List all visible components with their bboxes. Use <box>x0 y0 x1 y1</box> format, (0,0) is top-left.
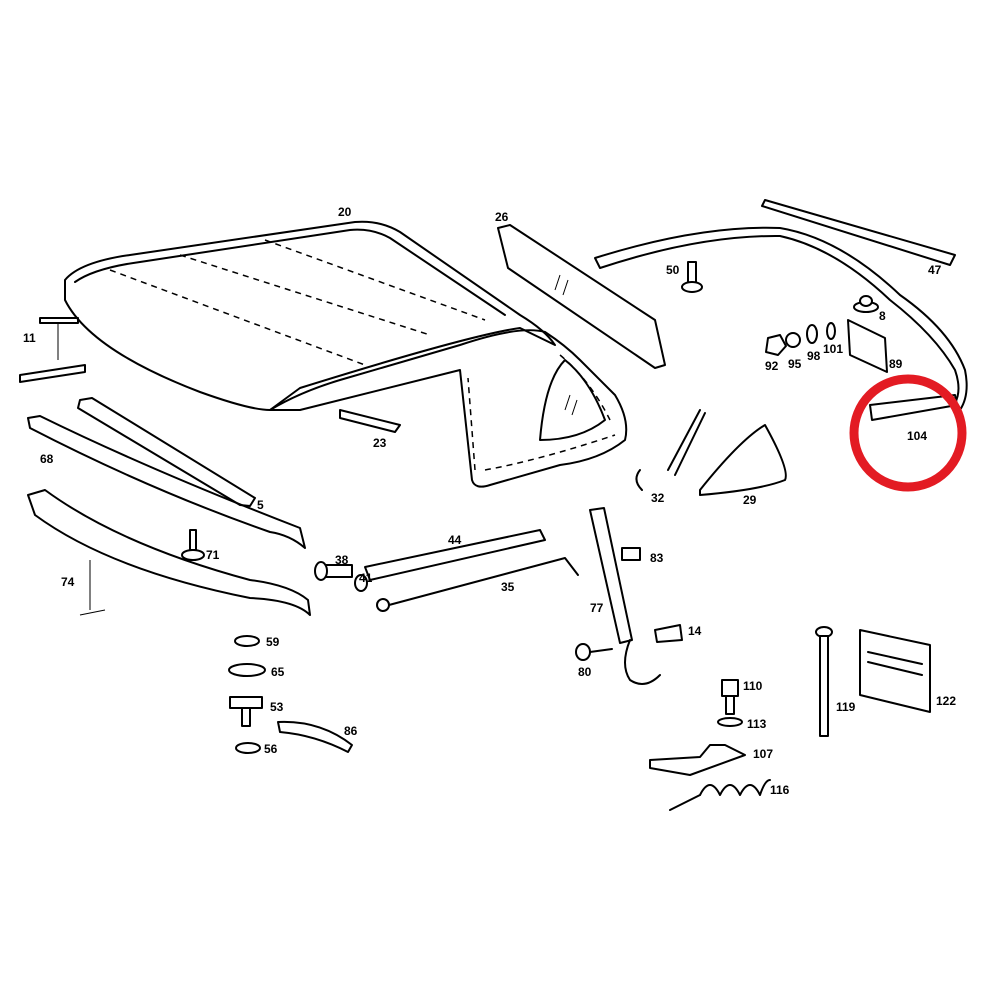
highlight-circle <box>849 374 967 492</box>
callout-68: 68 <box>40 452 54 466</box>
callout-71: 71 <box>206 548 220 562</box>
callout-98: 98 <box>807 349 821 363</box>
callout-107: 107 <box>753 747 773 761</box>
callout-8: 8 <box>879 309 886 323</box>
callout-11: 11 <box>23 331 36 345</box>
callout-32: 32 <box>651 491 665 505</box>
callout-86: 86 <box>344 724 358 738</box>
callout-92: 92 <box>765 359 779 373</box>
callout-110: 110 <box>743 679 763 693</box>
callout-122: 122 <box>936 694 956 708</box>
callout-38: 38 <box>335 553 349 567</box>
callout-41: 41 <box>359 571 373 585</box>
callout-50: 50 <box>666 263 680 277</box>
callout-29: 29 <box>743 493 757 507</box>
callout-83: 83 <box>650 551 664 565</box>
callout-95: 95 <box>788 357 802 371</box>
callout-65: 65 <box>271 665 285 679</box>
callout-53: 53 <box>270 700 284 714</box>
callout-59: 59 <box>266 635 280 649</box>
callout-74: 74 <box>61 575 75 589</box>
part-11 <box>19 317 86 383</box>
callout-80: 80 <box>578 665 592 679</box>
callout-26: 26 <box>495 210 509 224</box>
callout-35: 35 <box>501 580 515 594</box>
callout-20: 20 <box>338 205 352 219</box>
callout-119: 119 <box>836 700 856 714</box>
callout-56: 56 <box>264 742 278 756</box>
soft-top-cover <box>64 220 628 488</box>
callout-77: 77 <box>590 601 604 615</box>
callout-104: 104 <box>907 429 927 443</box>
callout-113: 113 <box>747 717 767 731</box>
callout-47: 47 <box>928 263 942 277</box>
callout-89: 89 <box>889 357 903 371</box>
callout-101: 101 <box>823 342 843 356</box>
callout-14: 14 <box>688 624 702 638</box>
callout-44: 44 <box>448 533 462 547</box>
callout-23: 23 <box>373 436 387 450</box>
callout-5: 5 <box>257 498 264 512</box>
callout-116: 116 <box>770 783 790 797</box>
